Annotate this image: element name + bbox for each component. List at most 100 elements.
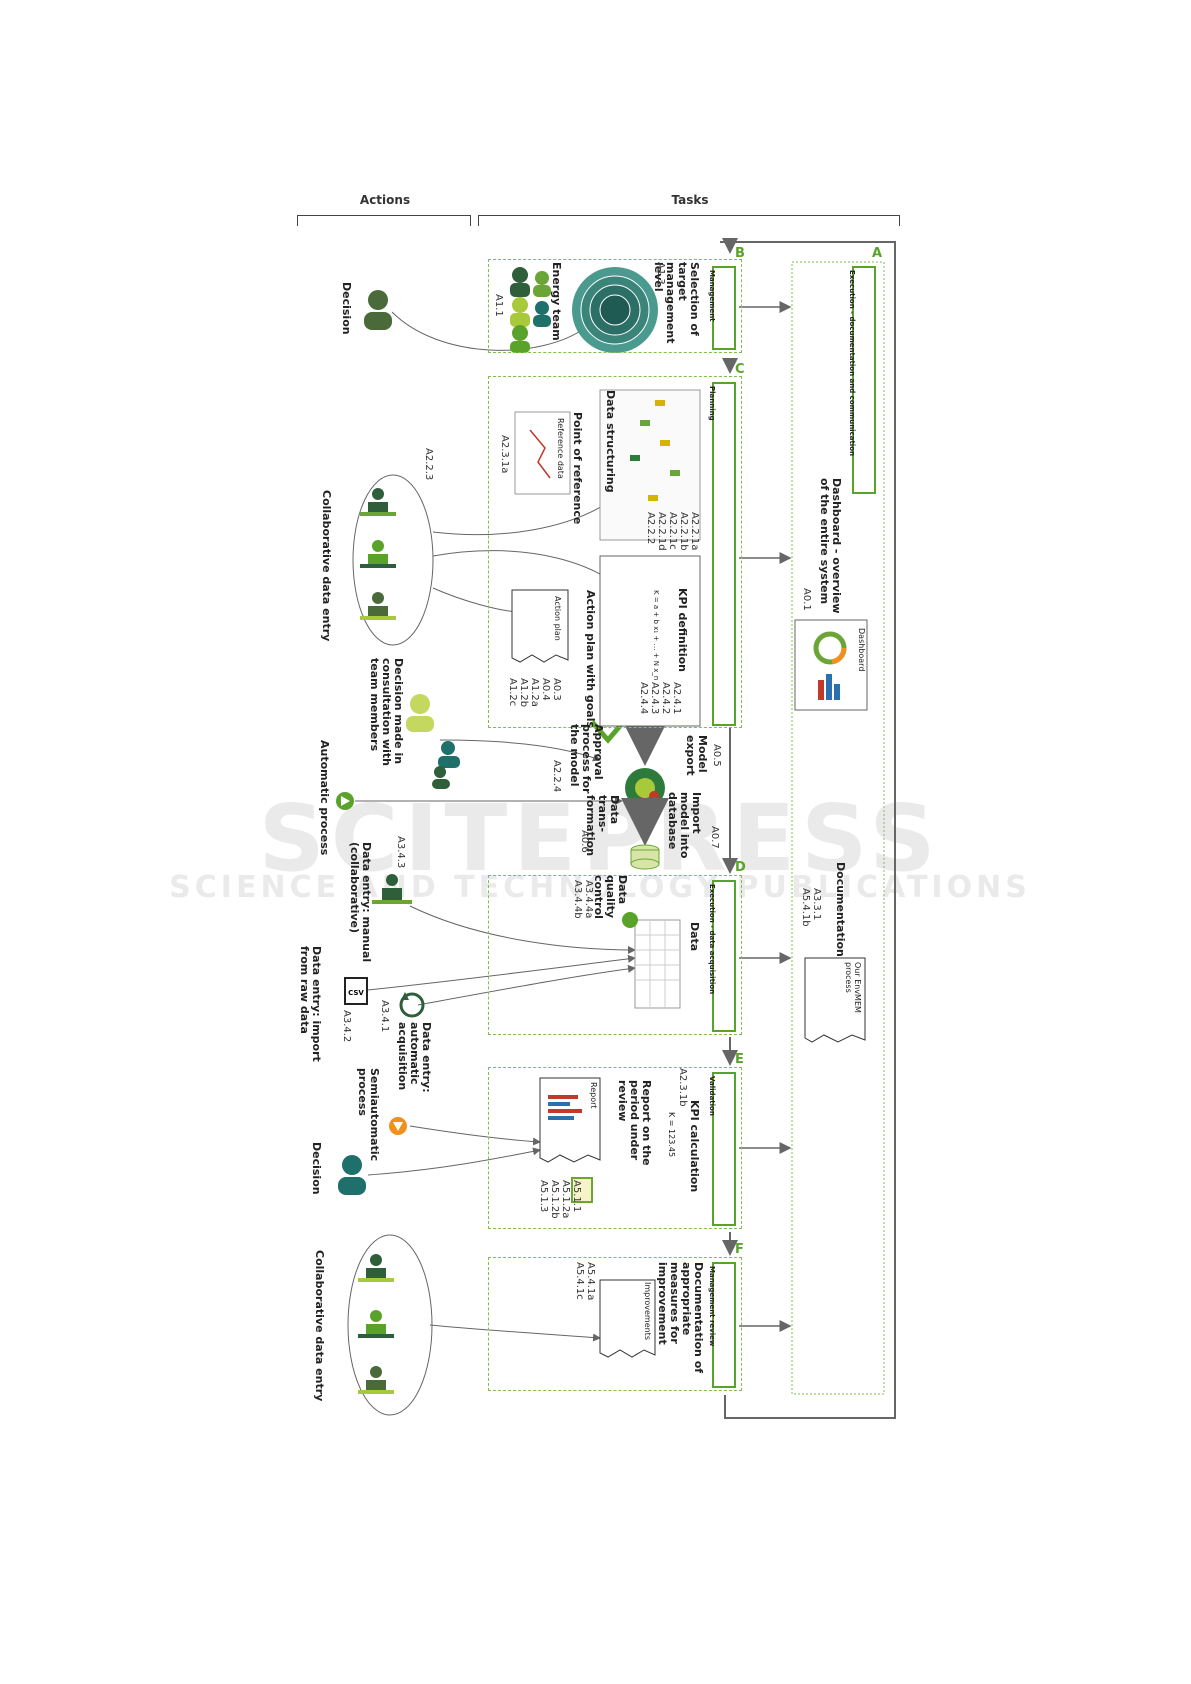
report-title: Report on the period under review bbox=[616, 1080, 653, 1166]
refresh-icon bbox=[399, 992, 425, 1018]
data-quality-codes: A3.4.4a A3.4.4b bbox=[572, 880, 594, 919]
approval-code: A2.2.4 bbox=[551, 760, 562, 793]
csv-file-icon: CSV bbox=[344, 977, 368, 1005]
lane-c-letter: C bbox=[735, 362, 745, 377]
collab-ellipse-2 bbox=[347, 1234, 433, 1416]
tasks-bracket bbox=[478, 215, 900, 226]
lane-f-header: Management review bbox=[708, 1262, 736, 1388]
improvement-measures-title: Documentation of appropriate measures fo… bbox=[656, 1262, 705, 1374]
lane-c-header: Planning bbox=[708, 382, 736, 726]
kpi-calculation-title: KPI calculation bbox=[688, 1100, 701, 1193]
collab-ellipse-1 bbox=[352, 474, 434, 646]
lane-b-letter: B bbox=[735, 246, 745, 261]
actions-header: Actions bbox=[359, 193, 411, 207]
lane-b-box bbox=[488, 259, 742, 353]
automatic-label: Automatic process bbox=[318, 740, 331, 856]
energy-team-code: A1.1 bbox=[493, 294, 504, 317]
data-structure-thumb bbox=[599, 389, 701, 541]
kpi-definition-box bbox=[599, 555, 701, 727]
improvements-thumb bbox=[599, 1279, 656, 1358]
collab-label-2: Collaborative data entry bbox=[313, 1250, 326, 1402]
collab-code-1: A2.2.3 bbox=[423, 448, 434, 481]
data-title: Data bbox=[688, 922, 701, 952]
model-export-title: Model export bbox=[684, 735, 709, 776]
collab-label-1: Collaborative data entry bbox=[320, 490, 333, 642]
loop-line bbox=[720, 241, 896, 1419]
lane-f-letter: F bbox=[735, 1242, 744, 1257]
point-code: A2.3.1a bbox=[499, 435, 510, 474]
decision-person-icon bbox=[364, 290, 392, 330]
manual-entry-icon bbox=[372, 874, 412, 904]
lane-d-header: Execution - data acquisition bbox=[708, 880, 736, 1032]
dashboard-title: Dashboard - overview of the entire syste… bbox=[818, 478, 843, 614]
lane-f-box bbox=[488, 1257, 742, 1391]
consultation-label: Decision made in consultation with team … bbox=[368, 658, 405, 767]
improvements-codes: A5.4.1a A5.4.1c bbox=[574, 1262, 596, 1301]
consultation-icon bbox=[406, 694, 460, 789]
svg-text:CSV: CSV bbox=[348, 989, 364, 997]
energy-team-label: Energy team bbox=[550, 262, 563, 341]
semiautomatic-label: Semiautomatic process bbox=[356, 1068, 381, 1162]
kpi-calc-code: A2.3.1b bbox=[677, 1068, 688, 1107]
approval-title: Approval process for the model bbox=[568, 724, 605, 794]
action-plan-codes: A0.3 A0.4 A1.2a A1.2b A1.2c bbox=[507, 678, 562, 708]
tasks-header: Tasks bbox=[671, 193, 709, 207]
target-level-code: A1.3 bbox=[655, 262, 666, 285]
lane-a-header: Execution - documentation and communicat… bbox=[848, 266, 876, 494]
lane-e-box bbox=[488, 1067, 742, 1229]
auto-entry-label: Data entry: automatic acquisition bbox=[396, 1022, 433, 1093]
decision-person-2-icon bbox=[338, 1155, 366, 1195]
watermark: SCITEPRESS bbox=[258, 785, 942, 892]
lane-c-box bbox=[488, 376, 742, 728]
dashboard-thumb-label: Dashboard bbox=[857, 628, 866, 672]
action-plan-title: Action plan with goals bbox=[584, 590, 597, 729]
lane-e-letter: E bbox=[735, 1052, 744, 1067]
data-structuring-title: Data structuring bbox=[604, 390, 617, 493]
target-circles-icon bbox=[572, 267, 658, 353]
report-codes: A5.1.1 A5.1.2a A5.1.2b A5.1.3 bbox=[538, 1180, 582, 1219]
actions-bracket bbox=[297, 215, 471, 226]
csv-entry-code: A3.4.2 bbox=[341, 1010, 352, 1043]
quality-eye-icon bbox=[622, 912, 638, 928]
import-model-code: A0.7 bbox=[709, 826, 720, 849]
lane-e-header: Validation bbox=[708, 1072, 736, 1226]
decision-label-2: Decision bbox=[310, 1142, 323, 1195]
improvements-thumb-label: Improvements bbox=[643, 1282, 652, 1340]
lane-b-header: Management bbox=[708, 266, 736, 350]
action-plan-thumb-label: Action plan bbox=[553, 596, 562, 641]
kpi-formula: K = a + b x₁ + … + N x_n bbox=[652, 590, 660, 681]
lane-d-box bbox=[488, 875, 742, 1035]
collab-people-1-icon bbox=[360, 488, 396, 620]
lane-a-letter: A bbox=[872, 246, 883, 261]
documentation-codes: A3.3.1 A5.4.1b bbox=[800, 888, 822, 927]
kpi-codes: A2.4.1 A2.4.2 A2.4.3 A2.4.4 bbox=[638, 682, 682, 715]
import-model-title: Import model into database bbox=[666, 792, 703, 859]
data-structuring-codes: A2.2.1a A2.2.1b A2.2.1c A2.2.1d A2.2.2 bbox=[645, 512, 700, 551]
kpi-value: K = 123.45 bbox=[667, 1112, 676, 1158]
report-thumb-label: Report bbox=[589, 1082, 598, 1109]
dashboard-code: A0.1 bbox=[801, 588, 812, 611]
doc-thumb-label: Our EnvMEM process bbox=[844, 962, 862, 1013]
energy-team-icon bbox=[510, 267, 551, 353]
database-icon bbox=[630, 844, 660, 870]
kpi-definition-title: KPI definition bbox=[676, 588, 689, 673]
decision-label: Decision bbox=[340, 282, 353, 335]
documentation-thumb bbox=[804, 957, 866, 1043]
auto-entry-code: A3.4.1 bbox=[379, 1000, 390, 1033]
lane-a-box bbox=[791, 261, 885, 1395]
point-of-reference-title: Point of reference bbox=[571, 412, 584, 525]
reference-thumb-label: Reference data bbox=[556, 418, 565, 479]
lane-d-letter: D bbox=[735, 860, 746, 875]
collab-people-2-icon bbox=[358, 1254, 394, 1394]
data-transformation-code: A0.6 bbox=[579, 830, 590, 853]
model-export-code: A0.5 bbox=[711, 744, 722, 767]
manual-entry-label: Data entry: manual (collaborative) bbox=[348, 842, 373, 963]
pdf-icon bbox=[571, 1177, 593, 1203]
action-plan-thumb bbox=[511, 589, 569, 663]
data-quality-title: Data quality control bbox=[592, 875, 629, 919]
documentation-title: Documentation bbox=[834, 862, 847, 957]
csv-entry-label: Data entry: import from raw data bbox=[298, 946, 323, 1062]
manual-entry-code: A3.4.3 bbox=[395, 836, 406, 869]
